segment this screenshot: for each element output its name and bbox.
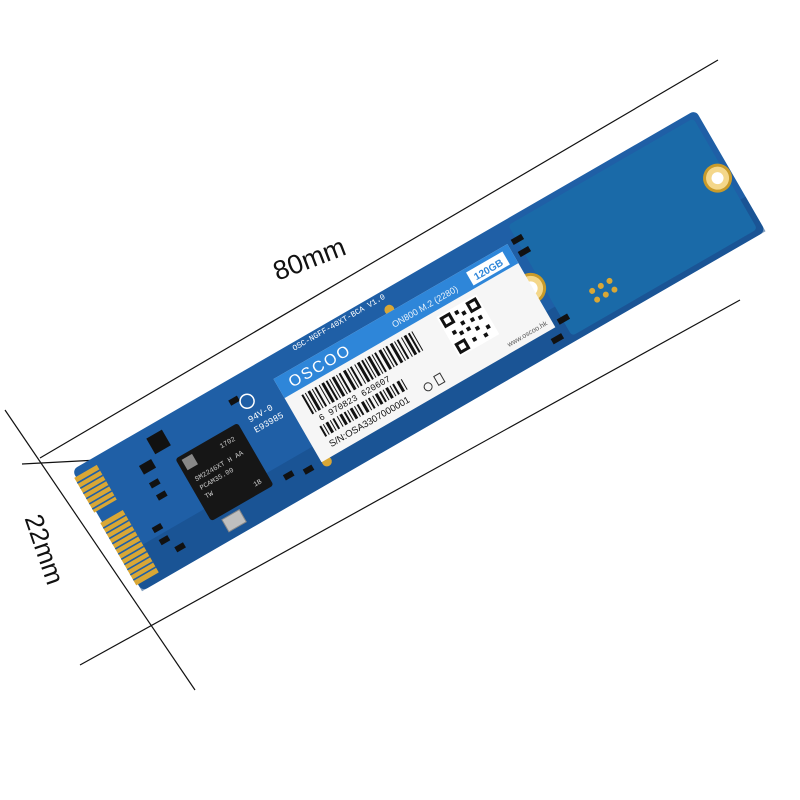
- controller-batch: 1B: [252, 478, 263, 489]
- serial-barcode: [319, 378, 408, 437]
- gold-connector: [74, 464, 159, 586]
- dimension-lines: [4, 59, 741, 691]
- label-blue-band: [273, 244, 519, 399]
- width-tick-top: [21, 459, 99, 465]
- capacity-badge: [466, 251, 510, 286]
- test-pads: [589, 277, 618, 303]
- weee-icon: [433, 372, 446, 386]
- crystal-oscillator: [221, 509, 247, 533]
- qr-code: [436, 294, 500, 358]
- right-components: [510, 233, 571, 345]
- controller-chip: [176, 423, 273, 521]
- mount-screw-center: [711, 172, 724, 185]
- ssd-board: 1702 SM2246XT H AA PCAM35.00 TW 1B OSC-N…: [74, 112, 766, 592]
- width-dimension-line: [4, 409, 196, 691]
- barcode: [301, 331, 424, 415]
- ul-logo: [239, 393, 255, 409]
- length-dimension-line-bottom: [79, 299, 741, 666]
- smd-components: [138, 395, 315, 553]
- pcb-blank-area: [509, 119, 756, 335]
- recycle-icon: [423, 382, 433, 392]
- controller-line3: TW: [204, 490, 216, 502]
- length-dimension-line: [39, 59, 719, 459]
- chip-logo: [181, 453, 198, 471]
